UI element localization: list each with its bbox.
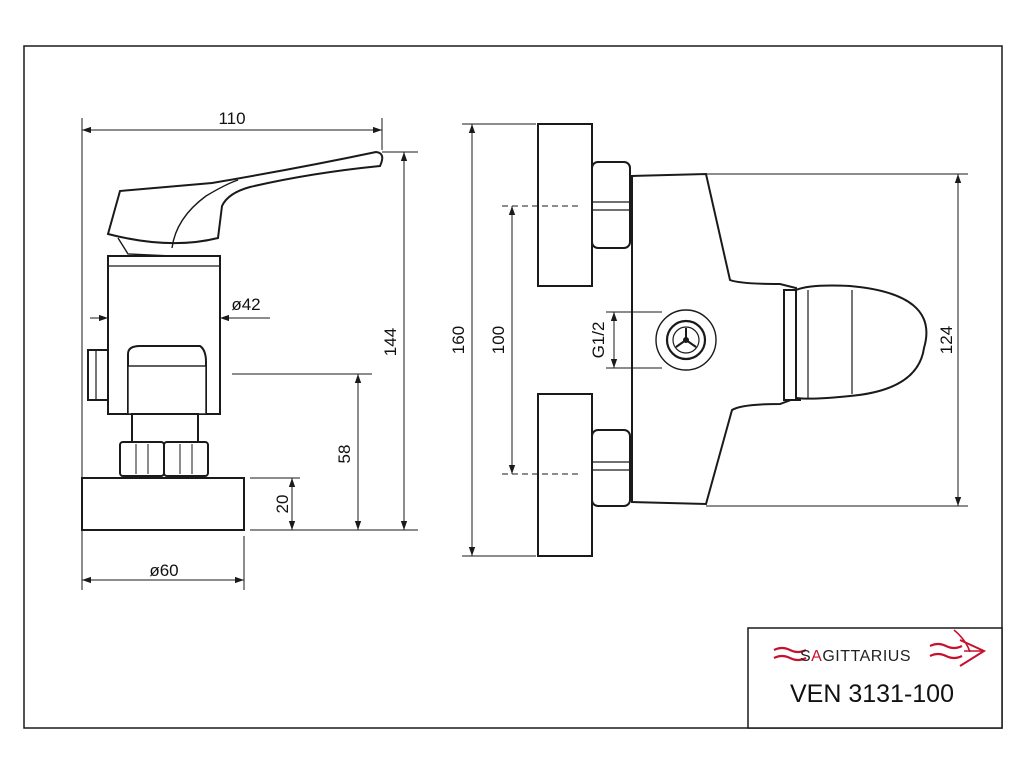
hex-nut-right (163, 441, 209, 477)
flange-bottom (537, 393, 593, 557)
front-view (537, 123, 928, 557)
dim-width-top: 110 (218, 109, 245, 128)
dim-height-total-left: 144 (381, 328, 400, 356)
wall-flange (81, 477, 245, 531)
hex-nut-bottom (591, 429, 631, 507)
handle-knob (795, 284, 928, 400)
front-view-dimensions (462, 123, 968, 557)
lever-inner-curve (171, 179, 239, 249)
flange-top (537, 123, 593, 287)
side-view-dimensions (81, 118, 418, 590)
brand-red-letter: A (811, 648, 822, 665)
dim-spacing-connections: 100 (489, 326, 508, 354)
dim-height-body-right: 124 (937, 326, 956, 354)
dim-thread: G1/2 (589, 322, 608, 359)
model-number: VEN 3131-100 (790, 680, 954, 708)
drawing-frame (23, 45, 1003, 729)
side-view (81, 150, 384, 531)
connector-pipe (131, 413, 199, 445)
dim-diameter-body: ø42 (231, 295, 260, 314)
hex-nut-left (119, 441, 165, 477)
outlet-nipple (87, 349, 109, 401)
title-block: SAGITTARIUS VEN 3131-100 (747, 627, 1003, 729)
dim-diameter-base: ø60 (149, 561, 178, 580)
lever-handle (106, 150, 384, 245)
front-nut-face (127, 365, 207, 415)
dim-height-total-right: 160 (449, 326, 468, 354)
dim-height-outlet: 58 (335, 445, 354, 464)
dim-height-base: 20 (273, 495, 292, 514)
brand-name: SAGITTARIUS (800, 648, 911, 665)
sagittarius-arrow-logo (773, 629, 987, 667)
hex-nut-top (591, 161, 631, 249)
